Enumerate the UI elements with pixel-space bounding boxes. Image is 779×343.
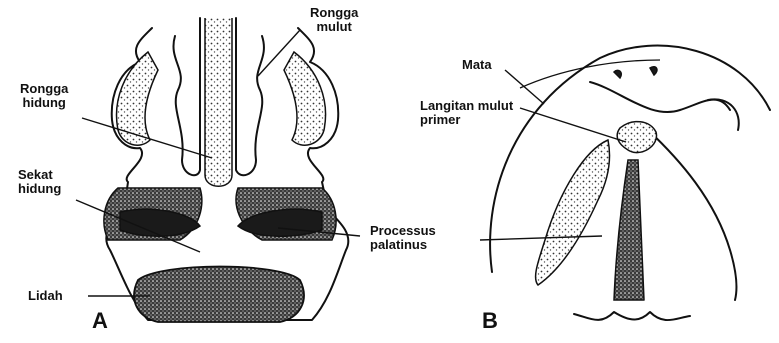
right-mandibular-ridge	[236, 18, 264, 175]
label-processus-line2: palatinus	[370, 238, 436, 252]
label-rongga-mulut: Rongga mulut	[310, 6, 358, 34]
panel-b-drawing	[480, 46, 770, 321]
eye-ridge	[590, 82, 730, 112]
label-rongga-hidung-line1: Rongga	[20, 82, 68, 96]
central-septum-column	[205, 18, 232, 186]
label-langitan-mulut-primer: Langitan mulut primer	[420, 99, 513, 127]
label-rongga-mulut-line1: Rongga	[310, 6, 358, 20]
leader-processus-b	[480, 236, 602, 240]
label-langitan-line1: Langitan mulut	[420, 99, 513, 113]
bottom-contour	[574, 312, 690, 320]
tongue	[134, 267, 304, 323]
label-lidah: Lidah	[28, 289, 63, 303]
label-sekat-hidung: Sekat hidung	[18, 168, 61, 196]
label-mata: Mata	[462, 58, 492, 72]
primary-palate	[617, 122, 656, 153]
label-sekat-hidung-line1: Sekat	[18, 168, 61, 182]
right-stippled-wall	[284, 52, 326, 145]
leader-langitan	[520, 108, 626, 142]
label-sekat-hidung-line2: hidung	[18, 182, 61, 196]
right-palatal-shelf	[648, 130, 736, 300]
panel-label-a: A	[92, 308, 108, 334]
label-rongga-hidung-line2: hidung	[20, 96, 68, 110]
left-mandibular-ridge	[173, 18, 200, 175]
leader-rongga-hidung	[82, 118, 212, 158]
eye-left	[614, 70, 621, 78]
label-rongga-mulut-line2: mulut	[310, 20, 358, 34]
label-langitan-line2: primer	[420, 113, 513, 127]
label-rongga-hidung: Rongga hidung	[20, 82, 68, 110]
panel-a-drawing	[76, 18, 360, 322]
label-processus-line1: Processus	[370, 224, 436, 238]
central-groove	[614, 160, 644, 300]
orbit-curve	[708, 99, 739, 130]
eye-right	[650, 67, 657, 75]
left-palatal-shelf	[536, 140, 610, 285]
panel-label-b: B	[482, 308, 498, 334]
label-processus-palatinus: Processus palatinus	[370, 224, 436, 252]
